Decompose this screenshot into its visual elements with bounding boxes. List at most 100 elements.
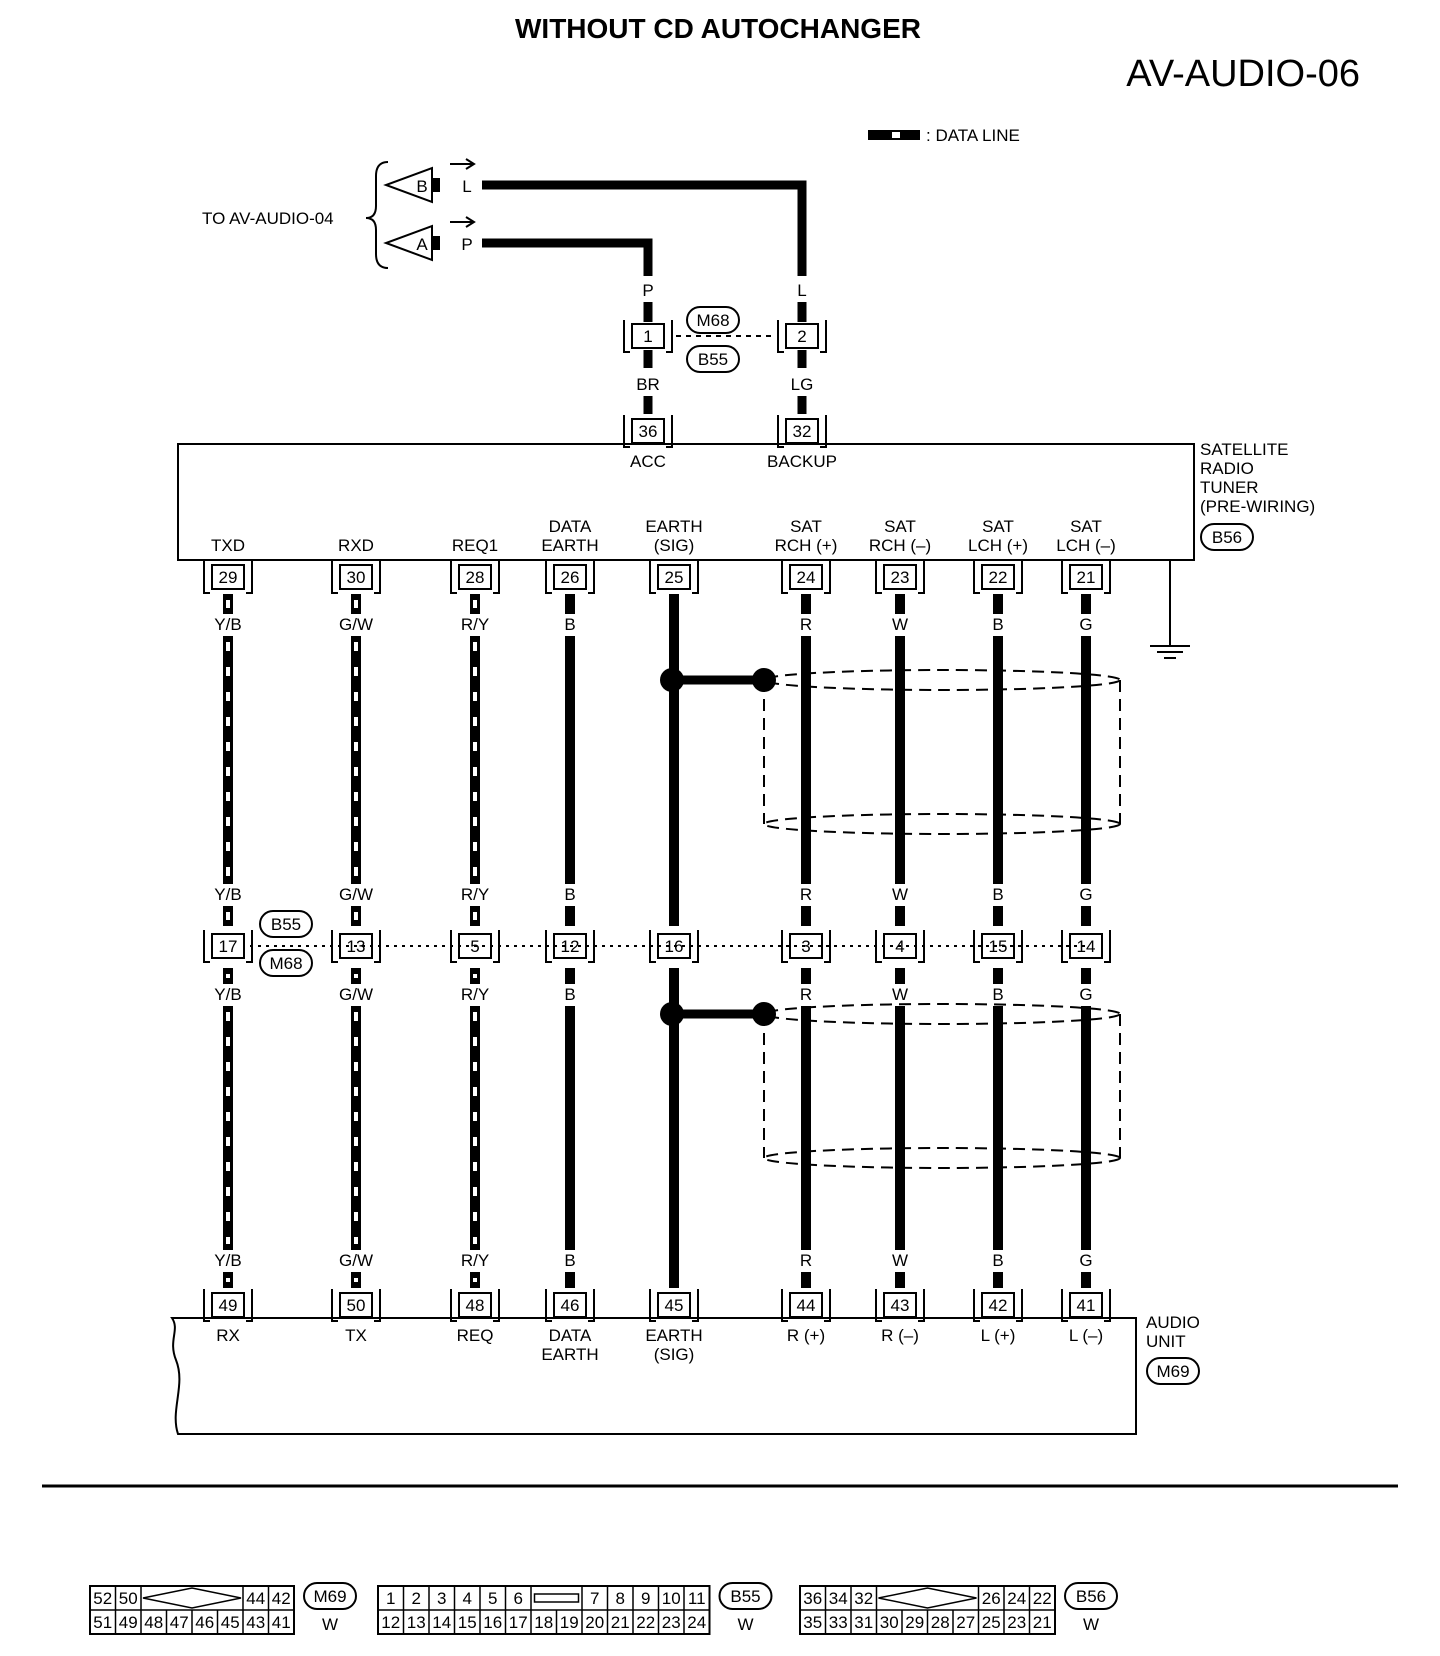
- tuner-pin: 29: [203, 561, 253, 594]
- audio-unit-box: [170, 1317, 1137, 1435]
- face-pin: 32: [854, 1589, 873, 1608]
- face-pin: 44: [246, 1589, 265, 1608]
- wire-color-label: W: [892, 615, 908, 634]
- upper-pin-2-number: 2: [797, 327, 806, 346]
- tuner-acc-label: ACC: [630, 452, 666, 471]
- face-pin: 27: [956, 1613, 975, 1632]
- satellite-tuner-box: [177, 443, 1195, 561]
- shield-lower: [660, 1002, 1121, 1169]
- tuner-pin-label: SAT: [790, 517, 822, 536]
- unit-pin-label: (SIG): [654, 1345, 695, 1364]
- wire-color-label: R/Y: [461, 1251, 489, 1270]
- tuner-pin-number: 30: [347, 568, 366, 587]
- audio-unit-code-pill: M69: [1146, 1357, 1200, 1385]
- wire-color-label: G: [1079, 985, 1092, 1004]
- face-code-pill-text: B56: [1076, 1587, 1106, 1606]
- face-color: W: [1083, 1615, 1099, 1634]
- face-pin: 47: [170, 1613, 189, 1632]
- face-pin: 10: [662, 1589, 681, 1608]
- tuner-pin: 21: [1061, 561, 1111, 594]
- wire-color-label: Y/B: [214, 1251, 241, 1270]
- arrow-a-icon: A P: [383, 216, 476, 262]
- face-pin: 33: [829, 1613, 848, 1632]
- tuner-pin-label: EARTH: [645, 517, 702, 536]
- wire-color-label: R: [800, 985, 812, 1004]
- upper-code-pill-b55: B55: [686, 345, 740, 373]
- tuner-pin-number: 24: [797, 568, 816, 587]
- wire-color-label: R: [800, 615, 812, 634]
- mid-pin-number: 17: [219, 937, 238, 956]
- unit-pin-number: 43: [891, 1296, 910, 1315]
- audio-unit-code-pill-text: M69: [1156, 1362, 1189, 1381]
- face-pin: 5: [488, 1589, 497, 1608]
- tuner-pin-number: 26: [561, 568, 580, 587]
- mid-pin: 17: [203, 930, 253, 963]
- face-pin: 17: [509, 1613, 528, 1632]
- diagram-title: WITHOUT CD AUTOCHANGER: [515, 13, 921, 44]
- face-pin: 18: [534, 1613, 553, 1632]
- face-pin: 49: [119, 1613, 138, 1632]
- upper-pin-2: 2: [777, 320, 827, 353]
- face-pin: 19: [560, 1613, 579, 1632]
- face-pin: 30: [880, 1613, 899, 1632]
- unit-pin-label: EARTH: [645, 1326, 702, 1345]
- mid-code-pill-m68: M68: [259, 949, 313, 977]
- face-pin: 16: [483, 1613, 502, 1632]
- unit-pin-number: 46: [561, 1296, 580, 1315]
- tuner-pin-number: 22: [989, 568, 1008, 587]
- face-code-pill: M69: [303, 1582, 357, 1610]
- tuner-pin-32-number: 32: [793, 422, 812, 441]
- face-pin: 45: [221, 1613, 240, 1632]
- data-line-legend: : DATA LINE: [868, 126, 1020, 145]
- wire-color-label: R: [800, 885, 812, 904]
- unit-pin-number: 45: [665, 1296, 684, 1315]
- wire-color-label: B: [992, 985, 1003, 1004]
- face-pin: 22: [636, 1613, 655, 1632]
- unit-pin-label: L (–): [1069, 1326, 1103, 1345]
- arrow-b-icon: B L: [383, 158, 476, 204]
- face-pin: 21: [1033, 1613, 1052, 1632]
- upper-code-pill-m68-text: M68: [696, 311, 729, 330]
- face-pin: 9: [641, 1589, 650, 1608]
- face-pin: 28: [931, 1613, 950, 1632]
- unit-pin-label: R (+): [787, 1326, 825, 1345]
- tuner-name: SATELLITE RADIO TUNER (PRE-WIRING): [1200, 440, 1315, 516]
- face-pin: 42: [272, 1589, 291, 1608]
- unit-pin: 44: [781, 1289, 831, 1322]
- tuner-name-line-4: (PRE-WIRING): [1200, 497, 1315, 516]
- mid-pin-number: 15: [989, 937, 1008, 956]
- face-pin: 36: [803, 1589, 822, 1608]
- tuner-pin-label: RCH (+): [775, 536, 838, 555]
- tuner-pin-label: LCH (–): [1056, 536, 1116, 555]
- face-pin: 8: [616, 1589, 625, 1608]
- unit-pin: 45: [649, 1289, 699, 1322]
- face-pin: 11: [688, 1589, 706, 1608]
- face-pin: 6: [514, 1589, 523, 1608]
- face-code-pill: B55: [718, 1582, 773, 1610]
- mid-pin-number: 3: [801, 937, 810, 956]
- unit-pin-number: 44: [797, 1296, 816, 1315]
- face-pin: 52: [93, 1589, 112, 1608]
- face-pin: 24: [1007, 1589, 1026, 1608]
- wire-color-label: Y/B: [214, 985, 241, 1004]
- wire-color-label: B: [564, 985, 575, 1004]
- wire-color-label: B: [564, 1251, 575, 1270]
- to-reference: TO AV-AUDIO-04 B L A P: [202, 158, 476, 269]
- shield-upper: [660, 668, 1121, 835]
- unit-pin-number: 42: [989, 1296, 1008, 1315]
- arrow-b-color: L: [462, 177, 471, 196]
- wire-color-label: W: [892, 985, 908, 1004]
- tuner-pin-number: 29: [219, 568, 238, 587]
- tuner-pin-label: LCH (+): [968, 536, 1028, 555]
- tuner-pin-label: EARTH: [541, 536, 598, 555]
- tuner-pin: 24: [781, 561, 831, 594]
- arrow-a-color: P: [461, 235, 472, 254]
